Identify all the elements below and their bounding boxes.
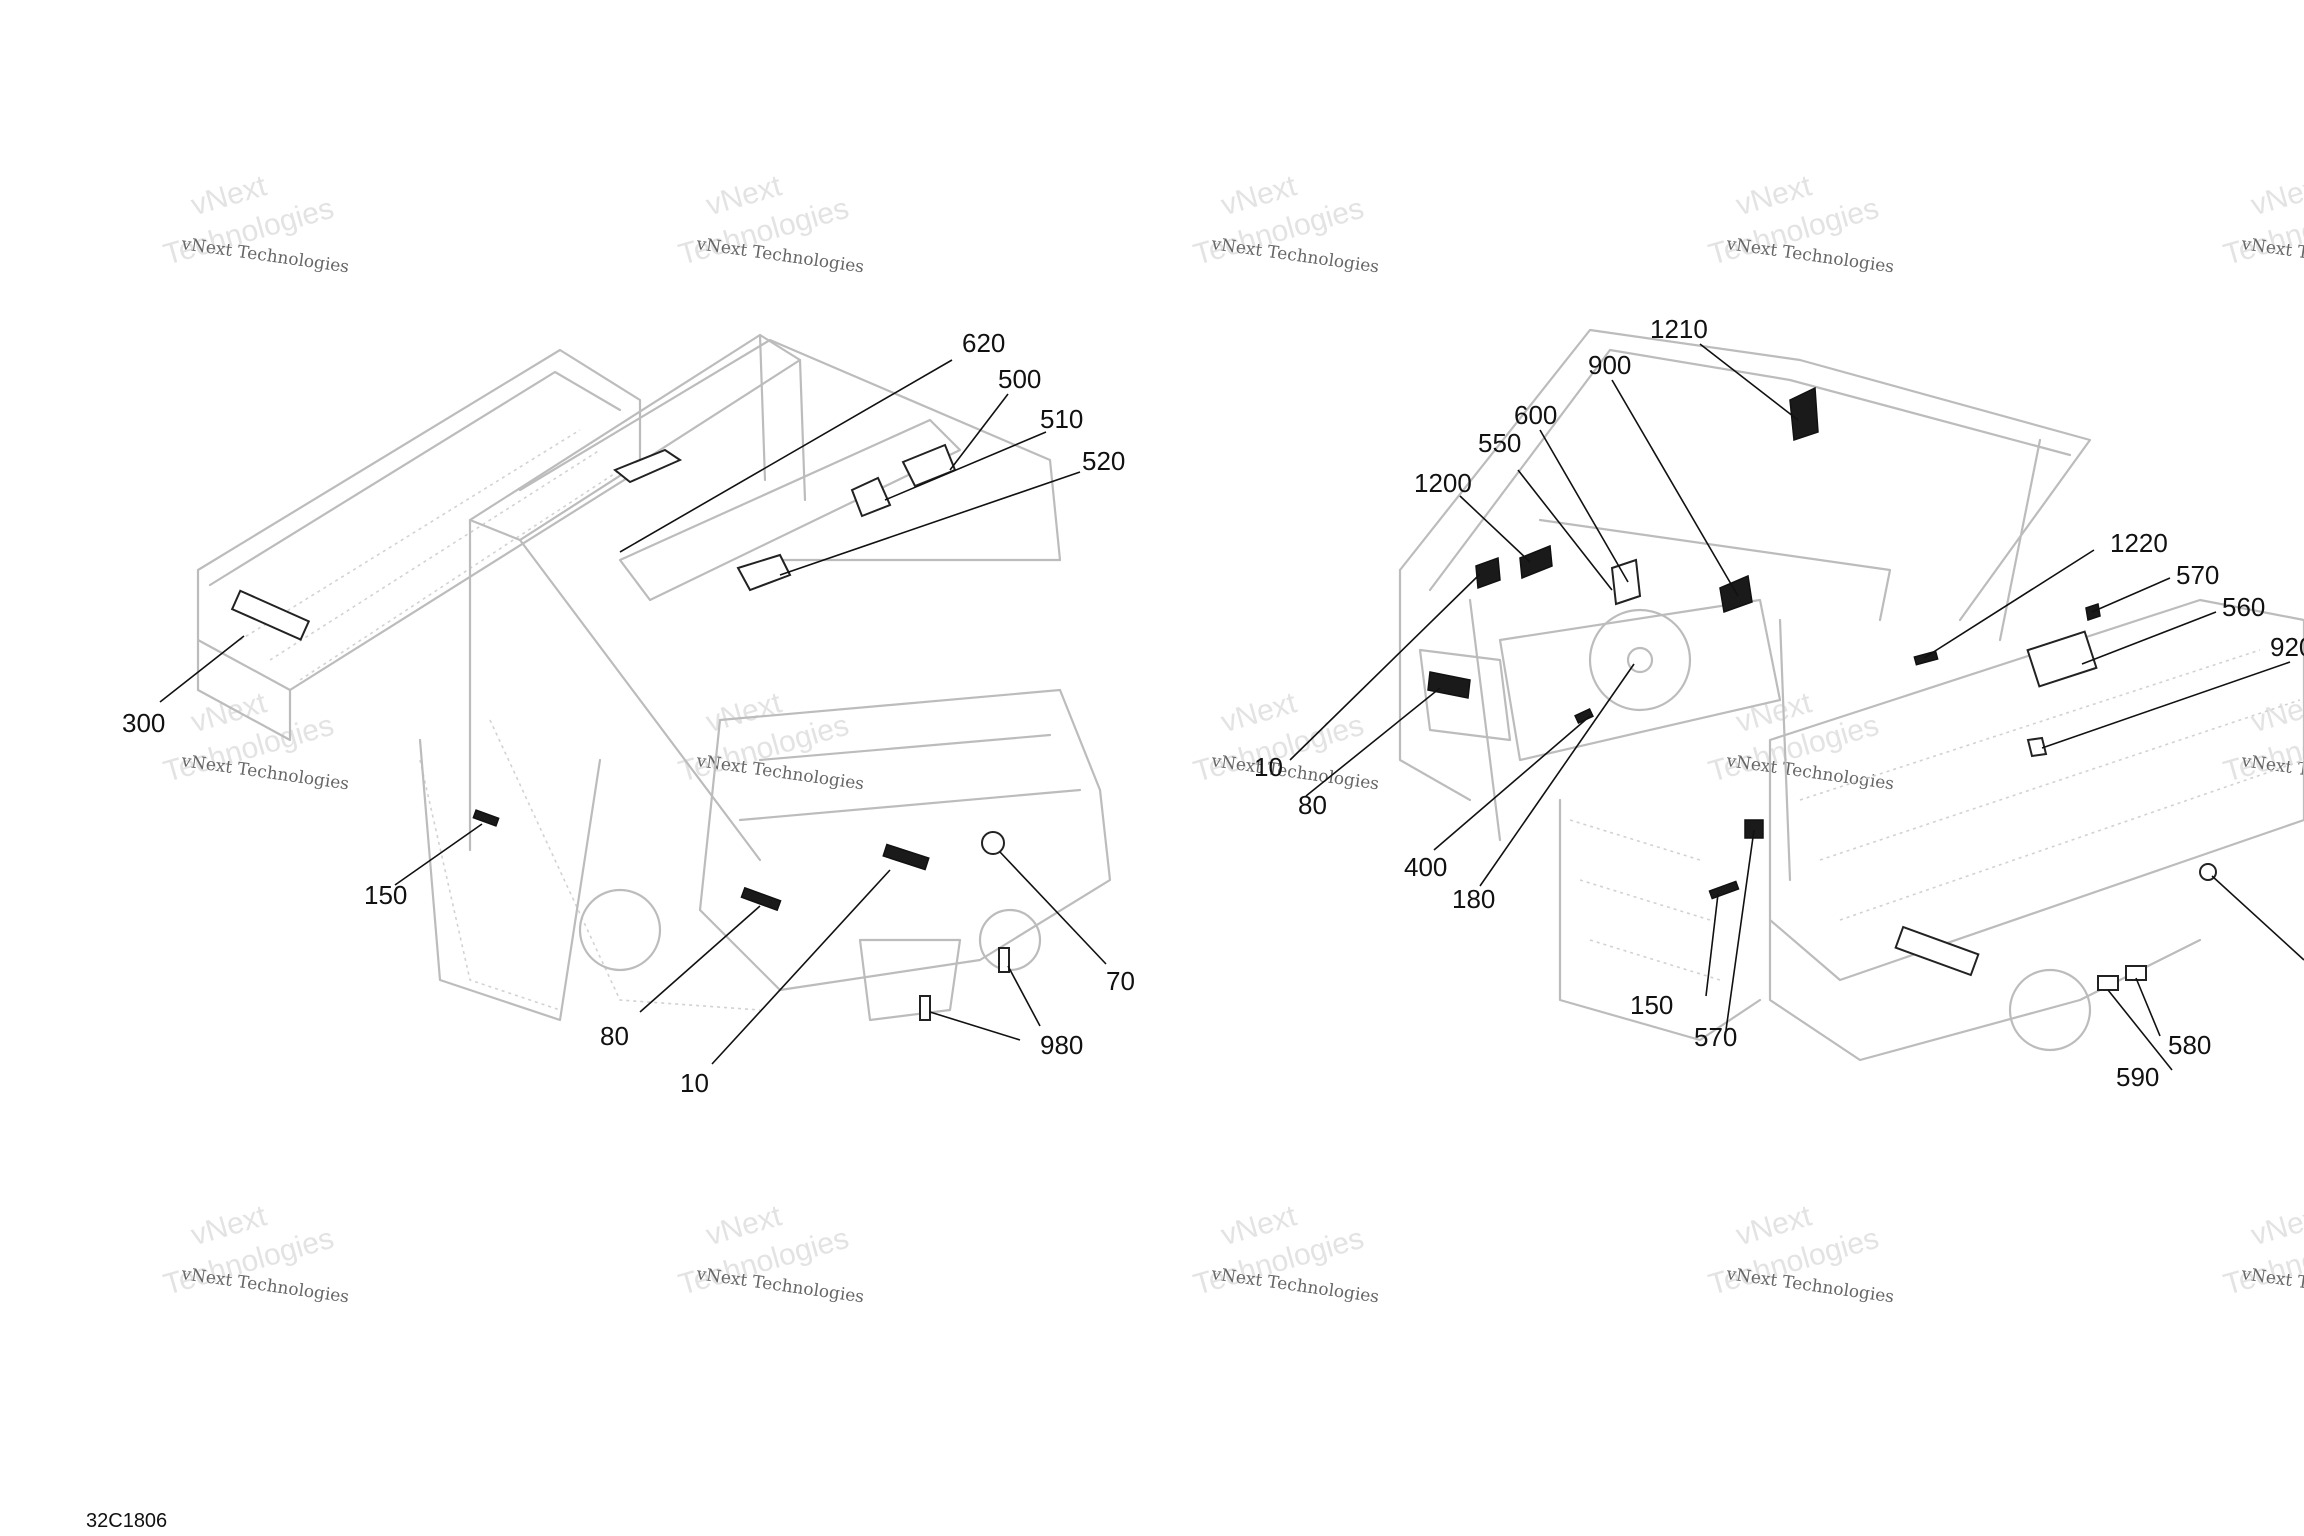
- callout-580: 580: [2168, 1030, 2211, 1060]
- callout-80: 80: [600, 1021, 629, 1051]
- can-am-decal-right: [1894, 925, 1980, 977]
- callout-550: 550: [1478, 428, 1521, 458]
- right-callout-labels: 1210 900 600 550 1200 1220 570 560 920 1…: [1254, 314, 2304, 1092]
- svg-text:vNext: vNext: [2247, 1199, 2304, 1252]
- callout-920: 920: [2270, 632, 2304, 662]
- callout-150-right: 150: [1630, 990, 1673, 1020]
- svg-text:vNext: vNext: [2247, 169, 2304, 222]
- callout-400: 400: [1404, 852, 1447, 882]
- callout-620: 620: [962, 328, 1005, 358]
- callout-10-right: 10: [1254, 752, 1283, 782]
- callout-560: 560: [2222, 592, 2265, 622]
- callout-500: 500: [998, 364, 1041, 394]
- callout-590: 590: [2116, 1062, 2159, 1092]
- can-am-decal-left: [230, 589, 311, 641]
- callout-300: 300: [122, 708, 165, 738]
- callout-10: 10: [680, 1068, 709, 1098]
- callout-980: 980: [1040, 1030, 1083, 1060]
- callout-510: 510: [1040, 404, 1083, 434]
- callout-1220: 1220: [2110, 528, 2168, 558]
- left-leader-lines: [159, 359, 1107, 1065]
- vehicle-left-view: [196, 333, 1112, 1022]
- callout-80-right: 80: [1298, 790, 1327, 820]
- right-leader-lines: [1289, 343, 2304, 1071]
- callout-900: 900: [1588, 350, 1631, 380]
- callout-180: 180: [1452, 884, 1495, 914]
- figure-code: 32C1806: [86, 1510, 168, 1532]
- callout-150: 150: [364, 880, 407, 910]
- callout-70: 70: [1106, 966, 1135, 996]
- callout-570-bottom: 570: [1694, 1022, 1737, 1052]
- callout-600: 600: [1514, 400, 1557, 430]
- svg-text:vNext: vNext: [2247, 686, 2304, 739]
- callout-520: 520: [1082, 446, 1125, 476]
- vehicle-right-view: [1398, 328, 2304, 1062]
- callout-1210: 1210: [1650, 314, 1708, 344]
- left-callout-labels: 620 500 510 520 300 150 80 10 70 980: [122, 328, 1135, 1098]
- callout-570-top: 570: [2176, 560, 2219, 590]
- callout-1200: 1200: [1414, 468, 1472, 498]
